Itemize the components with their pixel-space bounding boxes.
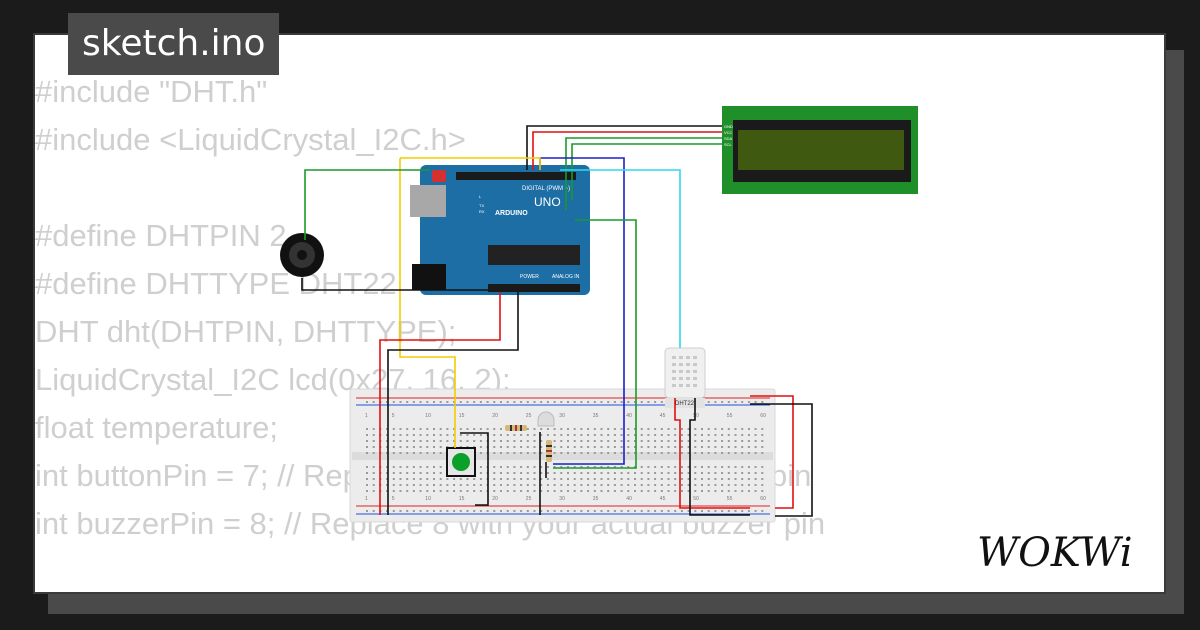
lcd-pin-label: VCC <box>724 130 733 135</box>
breadboard-column-number: 25 <box>526 413 532 419</box>
breadboard-column-number: 15 <box>459 413 465 419</box>
wokwi-logo: WOKWi <box>977 530 1133 576</box>
lcd-pin-label: SCL <box>724 142 733 147</box>
lcd-pin-label: GND <box>724 124 733 129</box>
breadboard-column-number: 1 <box>365 413 368 419</box>
breadboard-column-number: 5 <box>392 413 395 419</box>
resistor-1 <box>505 425 527 431</box>
rx-label: RX <box>479 209 485 214</box>
breadboard-column-number: 35 <box>593 413 599 419</box>
arduino-uno-board: DIGITAL (PWM ~) UNO ARDUINO POWER ANALOG… <box>410 165 590 295</box>
arduino-brand-label: ARDUINO <box>495 210 528 217</box>
breadboard-column-number: 20 <box>492 413 498 419</box>
wokwi-logo-text: WOKWi <box>977 530 1133 576</box>
breadboard-column-number: 30 <box>559 413 565 419</box>
breadboard-column-number: 50 <box>693 413 699 419</box>
uno-model-label: UNO <box>534 195 561 209</box>
resistor-2 <box>546 440 552 462</box>
digital-label: DIGITAL (PWM ~) <box>522 186 570 192</box>
breadboard-column-number: 45 <box>660 496 666 502</box>
breadboard-column-number: 60 <box>760 413 766 419</box>
breadboard-column-number: 40 <box>626 413 632 419</box>
push-button <box>446 447 476 477</box>
usb-port <box>410 185 446 217</box>
dht22-label: DHT22 <box>675 401 695 407</box>
code-line: DHT dht(DHTPIN, DHTTYPE); <box>35 314 457 349</box>
analog-label: ANALOG IN <box>552 274 580 280</box>
digital-header <box>456 172 576 180</box>
breadboard-column-number: 5 <box>392 496 395 502</box>
buzzer <box>280 233 324 277</box>
reset-button <box>432 170 446 182</box>
breadboard-column-number: 55 <box>727 496 733 502</box>
breadboard: 1155101015152020252530303535404045455050… <box>349 388 776 523</box>
led <box>537 411 555 427</box>
breadboard-column-number: 50 <box>693 496 699 502</box>
breadboard-column-number: 30 <box>559 496 565 502</box>
breadboard-column-number: 35 <box>593 496 599 502</box>
wires <box>301 125 813 517</box>
breadboard-column-number: 60 <box>760 496 766 502</box>
breadboard-column-number: 20 <box>492 496 498 502</box>
breadboard-column-number: 45 <box>660 413 666 419</box>
breadboard-column-number: 40 <box>626 496 632 502</box>
power-jack <box>412 264 446 290</box>
atmega-chip <box>488 245 580 265</box>
breadboard-column-numbers: 1155101015152020252530303535404045455050… <box>365 413 766 502</box>
breadboard-column-number: 25 <box>526 496 532 502</box>
breadboard-column-number: 10 <box>425 413 431 419</box>
code-line: #include <LiquidCrystal_I2C.h> <box>35 122 466 157</box>
power-label: POWER <box>520 274 539 280</box>
breadboard-column-number: 55 <box>727 413 733 419</box>
code-line: #define DHTPIN 2 <box>35 218 287 253</box>
tx-label: TX <box>479 203 484 208</box>
dht22-sensor: DHT22 <box>664 347 706 408</box>
analog-header <box>488 284 580 292</box>
lcd-pin-label: SDA <box>724 136 733 141</box>
l-led-label: L <box>479 194 482 199</box>
code-line: #include "DHT.h" <box>35 74 268 109</box>
breadboard-column-number: 1 <box>365 496 368 502</box>
code-line: float temperature; <box>35 410 278 445</box>
code-line: #define DHTTYPE DHT22 <box>35 266 397 301</box>
breadboard-column-number: 15 <box>459 496 465 502</box>
breadboard-column-number: 10 <box>425 496 431 502</box>
file-tab[interactable]: sketch.ino <box>68 13 280 75</box>
code-line: LiquidCrystal_I2C lcd(0x27, 16, 2); <box>35 362 511 397</box>
